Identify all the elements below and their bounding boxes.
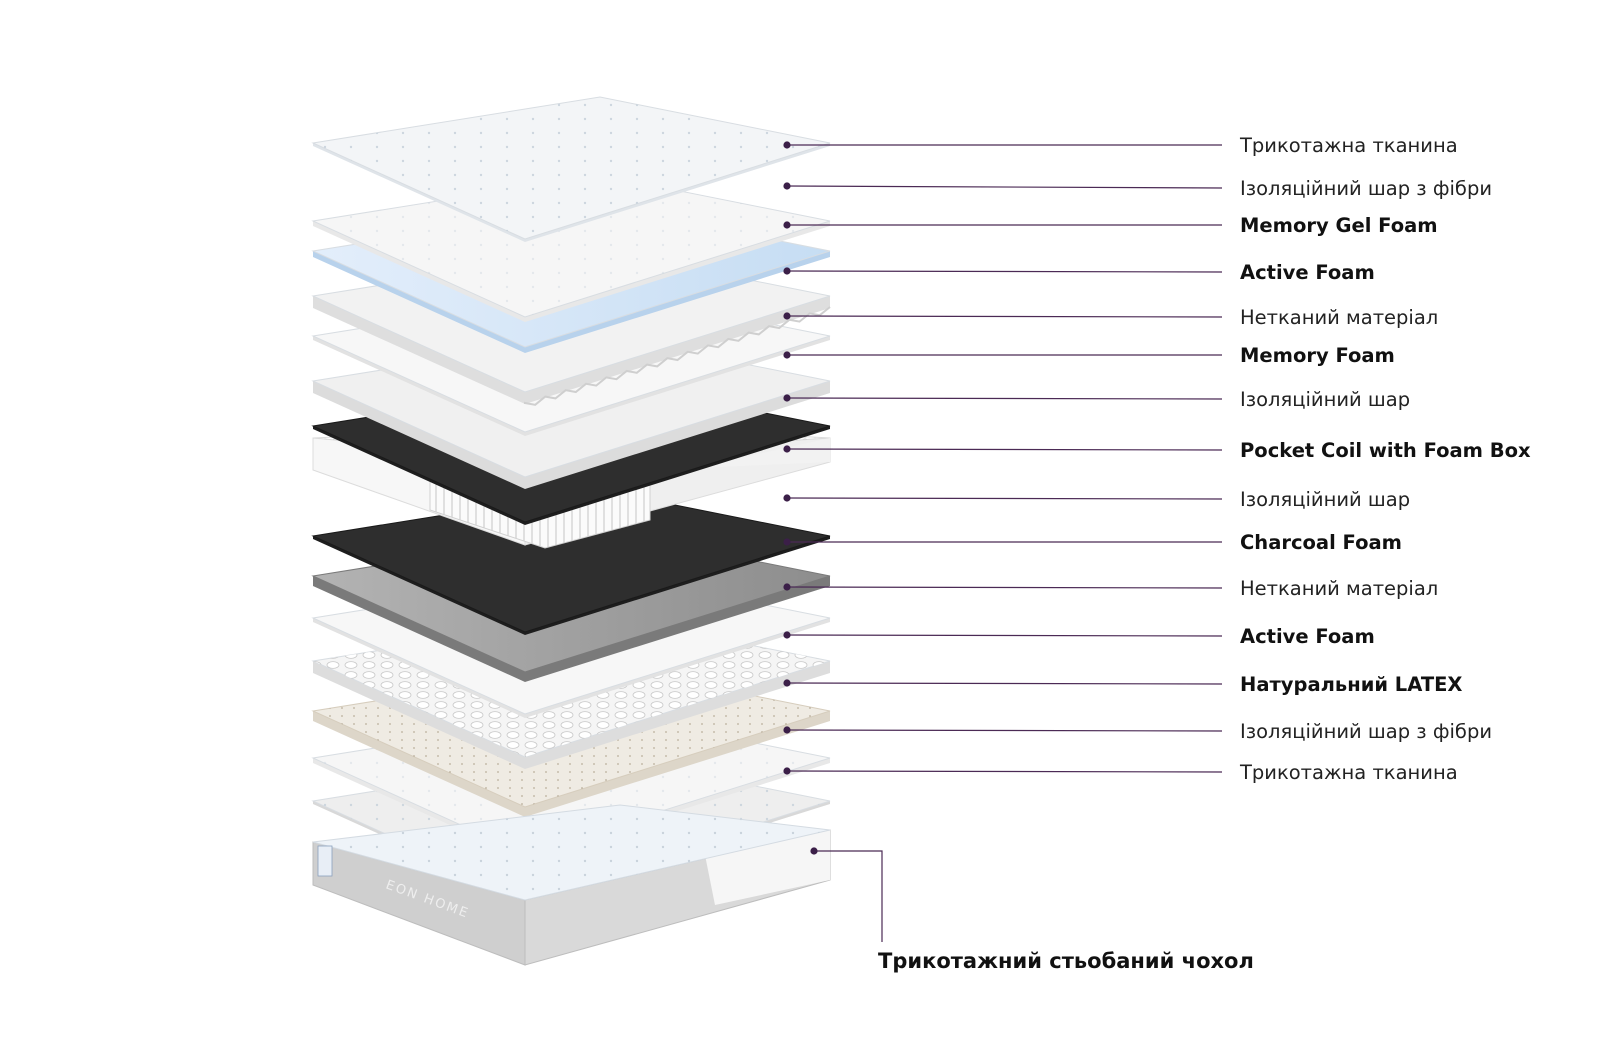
layer-label: Memory Gel Foam bbox=[1240, 214, 1438, 237]
layer-stack bbox=[311, 96, 831, 900]
layer-label: Нетканий матеріал bbox=[1240, 306, 1438, 329]
leader-line bbox=[786, 448, 1223, 451]
layer-label: Трикотажна тканина bbox=[1239, 134, 1458, 157]
leader-dot bbox=[783, 445, 791, 453]
layer-label: Ізоляційний шар з фібри bbox=[1240, 177, 1492, 200]
leader-dot bbox=[783, 312, 791, 320]
mattress-cover: EON HOME bbox=[312, 804, 831, 966]
layer-label: Ізоляційний шар bbox=[1240, 488, 1410, 511]
leader-line bbox=[786, 729, 1223, 732]
leader-line bbox=[786, 270, 1223, 273]
layer-label: Трикотажна тканина bbox=[1239, 761, 1458, 784]
layer-label: Active Foam bbox=[1240, 625, 1375, 648]
layer-label: Натуральний LATEX bbox=[1240, 673, 1462, 696]
leader-dot bbox=[783, 182, 791, 190]
layer-label: Active Foam bbox=[1240, 261, 1375, 284]
layer-label: Ізоляційний шар з фібри bbox=[1240, 720, 1492, 743]
layer-label: Pocket Coil with Foam Box bbox=[1240, 439, 1531, 462]
leader-dot bbox=[810, 847, 818, 855]
leader-line bbox=[786, 634, 1223, 637]
leader-dot bbox=[783, 726, 791, 734]
leader-line bbox=[786, 397, 1223, 400]
leader-dot bbox=[783, 538, 791, 546]
leader-dot bbox=[783, 494, 791, 502]
leader-line bbox=[786, 315, 1223, 318]
leader-dot bbox=[783, 679, 791, 687]
leader-dot bbox=[783, 583, 791, 591]
leader-lines bbox=[783, 141, 1223, 942]
leader-line bbox=[786, 682, 1223, 685]
leader-dot bbox=[783, 394, 791, 402]
mattress-cover-icon: EON HOME bbox=[312, 804, 831, 966]
layer-fabric bbox=[311, 96, 831, 242]
leader-dot bbox=[783, 141, 791, 149]
leader-dot bbox=[783, 351, 791, 359]
leader-dot bbox=[783, 267, 791, 275]
leader-line bbox=[786, 770, 1223, 773]
leader-dot bbox=[783, 767, 791, 775]
layer-label: Ізоляційний шар bbox=[1240, 388, 1410, 411]
leader-dot bbox=[783, 631, 791, 639]
leader-line bbox=[786, 497, 1223, 500]
layer-label: Нетканий матеріал bbox=[1240, 577, 1438, 600]
cover-leader-line bbox=[814, 850, 883, 942]
leader-line bbox=[786, 185, 1223, 189]
layer-label: Charcoal Foam bbox=[1240, 531, 1402, 554]
layer-label: Memory Foam bbox=[1240, 344, 1395, 367]
leader-dot bbox=[783, 221, 791, 229]
leader-line bbox=[786, 586, 1223, 589]
cover-label: Трикотажний стьобаний чохол bbox=[878, 949, 1254, 973]
